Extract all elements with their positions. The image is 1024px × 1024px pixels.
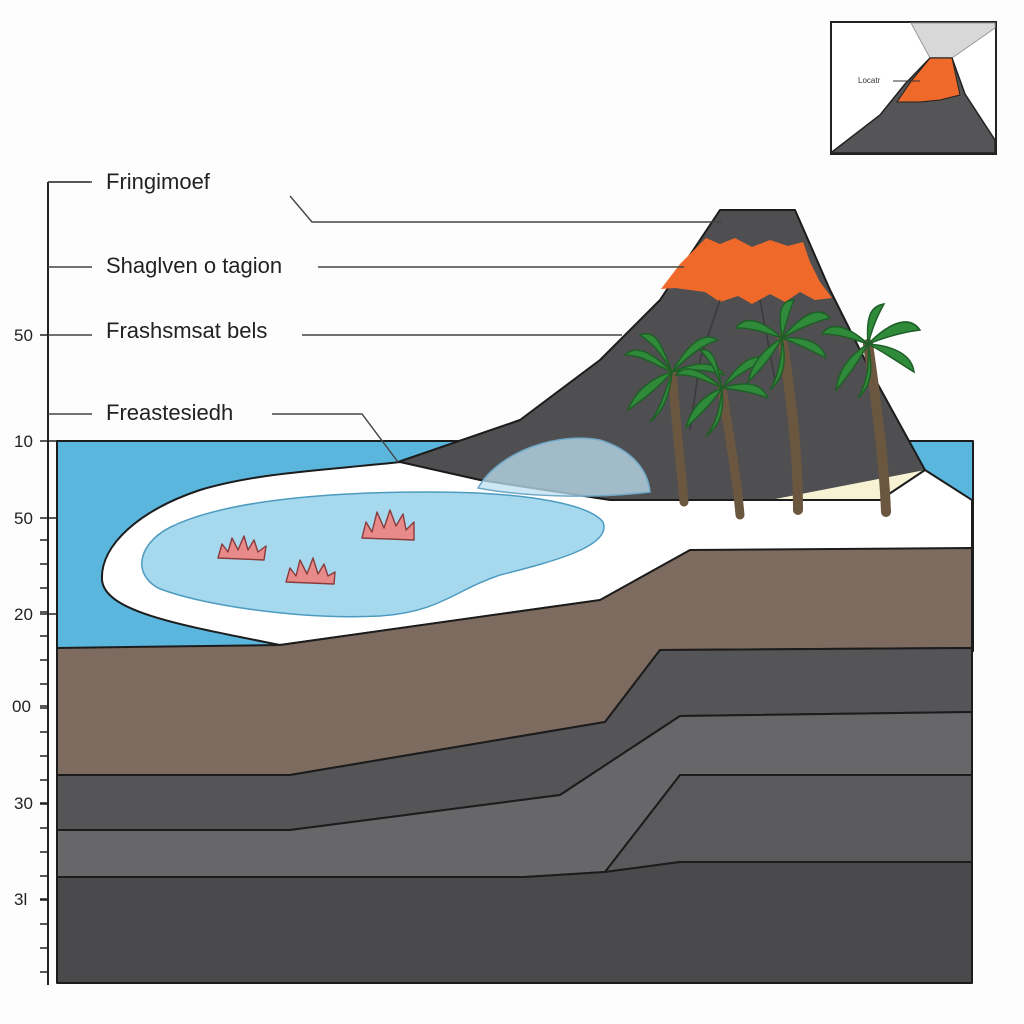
coral-cluster xyxy=(361,509,415,541)
scale-tick-label: 00 xyxy=(12,697,31,716)
coral-cluster xyxy=(285,557,336,585)
label-text: Fringimoef xyxy=(106,169,211,194)
lagoon xyxy=(141,491,605,618)
leader-line xyxy=(48,413,399,463)
inset-label: Locatr xyxy=(858,76,881,85)
volcano-ridge-line xyxy=(689,299,776,431)
scale-tick-label: 3l xyxy=(14,890,27,909)
label-text: Freastesiedh xyxy=(106,400,233,425)
label-text: Shaglven o tagion xyxy=(106,253,282,278)
scale-tick-label: 20 xyxy=(14,605,33,624)
scale-tick-label: 50 xyxy=(14,326,33,345)
label-freshwater-seabed: Freastesiedh xyxy=(48,400,399,463)
palm-tree xyxy=(734,299,832,515)
label-freshwater-belts: Frashsmsat bels xyxy=(48,318,622,343)
scale-tick-label: 10 xyxy=(14,432,33,451)
scale-tick-label: 50 xyxy=(14,509,33,528)
label-lagoon: Shaglven o tagion xyxy=(48,253,684,278)
label-text: Frashsmsat bels xyxy=(106,318,267,343)
scale-tick-label: 30 xyxy=(14,794,33,813)
lava-flow xyxy=(661,238,832,304)
freshwater-dome xyxy=(476,437,651,497)
leader-line xyxy=(48,181,722,223)
depth-scale: 50 10 50 20 00 30 3l xyxy=(12,181,90,985)
inset-sky-notch xyxy=(910,22,996,59)
coral-cluster xyxy=(217,535,267,561)
inset-locator-map: Locatr xyxy=(830,21,997,155)
label-fringing-reef: Fringimoef xyxy=(48,169,722,223)
rock-layer-bottom xyxy=(56,861,973,984)
inset-lava xyxy=(896,57,961,103)
minor-ticks xyxy=(40,539,48,973)
palm-tree xyxy=(820,303,922,517)
